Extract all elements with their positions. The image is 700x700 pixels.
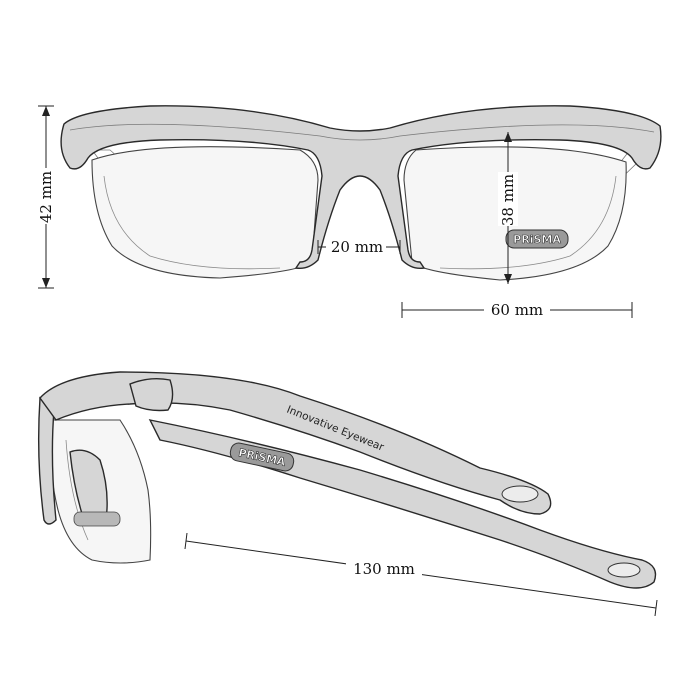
dim-height-total-label-bg (36, 168, 56, 224)
side-lens-bevel (65, 439, 89, 541)
dim-temple-length: 130 mm (184, 532, 658, 617)
front-logo-badge (505, 229, 569, 249)
dim-temple-length-cap-left (184, 532, 188, 550)
dim-temple-length-label-bg (346, 556, 422, 580)
front-frame (60, 105, 662, 270)
dim-lens-height-arrow-bottom (504, 274, 512, 284)
dim-lens-height-label-bg (498, 172, 518, 226)
dim-height-total-label: 42 mm (37, 171, 55, 223)
dim-lens-width-label: 60 mm (491, 301, 543, 319)
side-view: Innovative Eyewear PRiSMA 130 mm (37, 371, 658, 617)
side-logo-badge (229, 442, 295, 472)
dim-height-total-arrow-top (42, 106, 50, 116)
front-view: PRiSMA 42 mm 38 mm 20 mm (36, 105, 662, 320)
dim-lens-height-label: 38 mm (499, 174, 517, 226)
dim-lens-height: 38 mm (498, 132, 518, 284)
dim-bridge: 20 mm (317, 238, 401, 256)
dim-height-total: 42 mm (36, 105, 56, 289)
dim-bridge-label: 20 mm (331, 238, 383, 256)
side-hinge (129, 377, 174, 412)
front-logo-text: PRiSMA (513, 233, 561, 246)
side-brow-temple (39, 371, 552, 515)
left-lens (91, 146, 319, 279)
right-lens-bevel (439, 175, 617, 270)
dim-temple-length-label: 130 mm (353, 560, 415, 578)
brow-highlight (69, 123, 655, 141)
dim-bridge-label-bg (328, 238, 386, 256)
dim-height-total-arrow-bottom (42, 278, 50, 288)
temple-grip-upper (501, 485, 539, 503)
side-logo: PRiSMA (229, 442, 295, 472)
dim-lens-width-label-bg (484, 300, 550, 320)
left-lens-bevel (103, 175, 281, 270)
side-nose-pad-logo (73, 511, 121, 527)
front-logo: PRiSMA (505, 229, 569, 249)
temple-grip-lower (607, 562, 641, 578)
dim-lens-height-arrow-top (504, 132, 512, 142)
dim-lens-width: 60 mm (401, 300, 633, 320)
dim-temple-length-cap-right (654, 599, 658, 617)
side-front-edge (37, 396, 57, 525)
